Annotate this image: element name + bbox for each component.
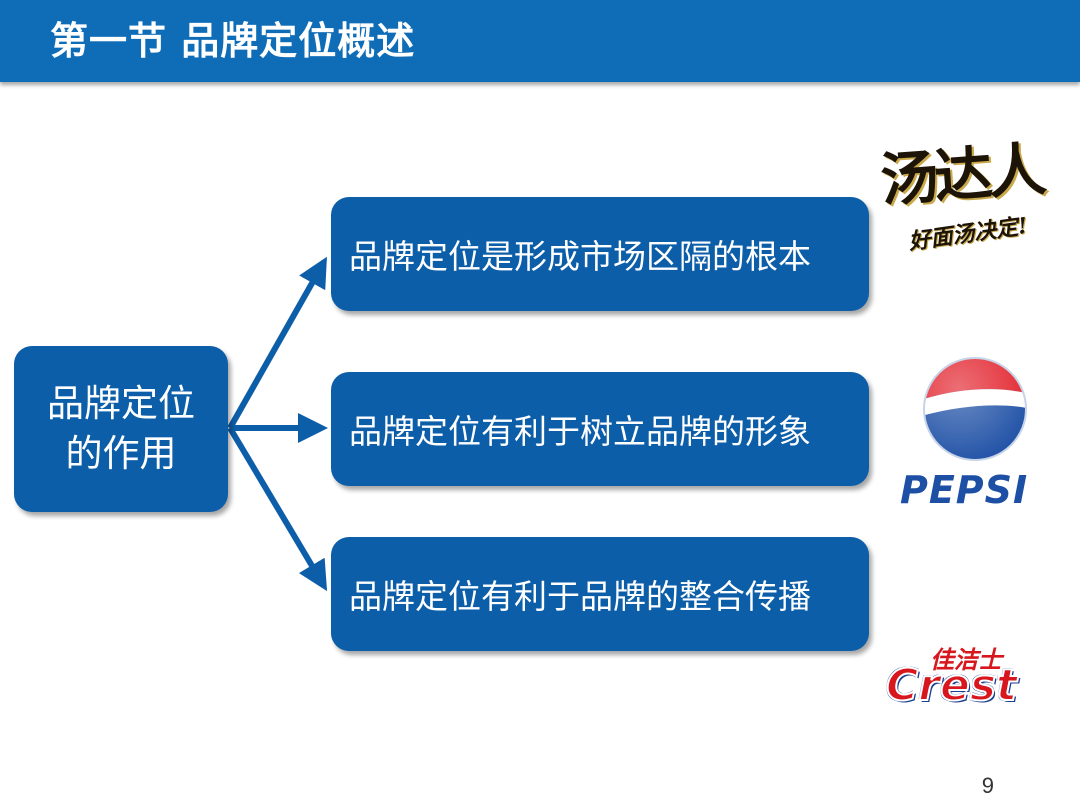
left-box-line1: 品牌定位 <box>47 382 195 425</box>
role-box-integrated-communication: 品牌定位有利于品牌的整合传播 <box>331 537 869 651</box>
pepsi-wordmark: PEPSI <box>900 468 1029 512</box>
crest-logo-chinese: 佳洁士 <box>930 646 1002 674</box>
arrow-bottom <box>227 426 328 592</box>
pepsi-logo: PEPSI <box>898 355 1063 515</box>
role-box-label: 品牌定位有利于树立品牌的形象 <box>349 412 811 451</box>
role-box-market-segmentation: 品牌定位是形成市场区隔的根本 <box>331 197 869 311</box>
slide-title: 第一节 品牌定位概述 <box>50 19 416 63</box>
tangdaren-logo-slogan: 好面汤决定! <box>907 212 1030 256</box>
brand-positioning-role-box: 品牌定位 的作用 <box>14 346 228 512</box>
arrow-top <box>227 256 327 430</box>
crest-wordmark: Crest <box>885 659 1018 712</box>
role-box-label: 品牌定位是形成市场区隔的根本 <box>349 237 811 276</box>
slide-header: 第一节 品牌定位概述 <box>0 0 1080 82</box>
tangdaren-logo: 汤达人 好面汤决定! <box>878 128 1068 256</box>
role-box-brand-image: 品牌定位有利于树立品牌的形象 <box>331 372 869 486</box>
page-number: 9 <box>981 773 994 798</box>
role-box-label: 品牌定位有利于品牌的整合传播 <box>349 577 811 616</box>
left-box-line2: 的作用 <box>65 432 177 475</box>
tangdaren-logo-name: 汤达人 <box>878 135 1045 215</box>
pepsi-globe-icon <box>923 357 1027 461</box>
crest-logo: 佳洁士 Crest <box>885 640 1066 712</box>
